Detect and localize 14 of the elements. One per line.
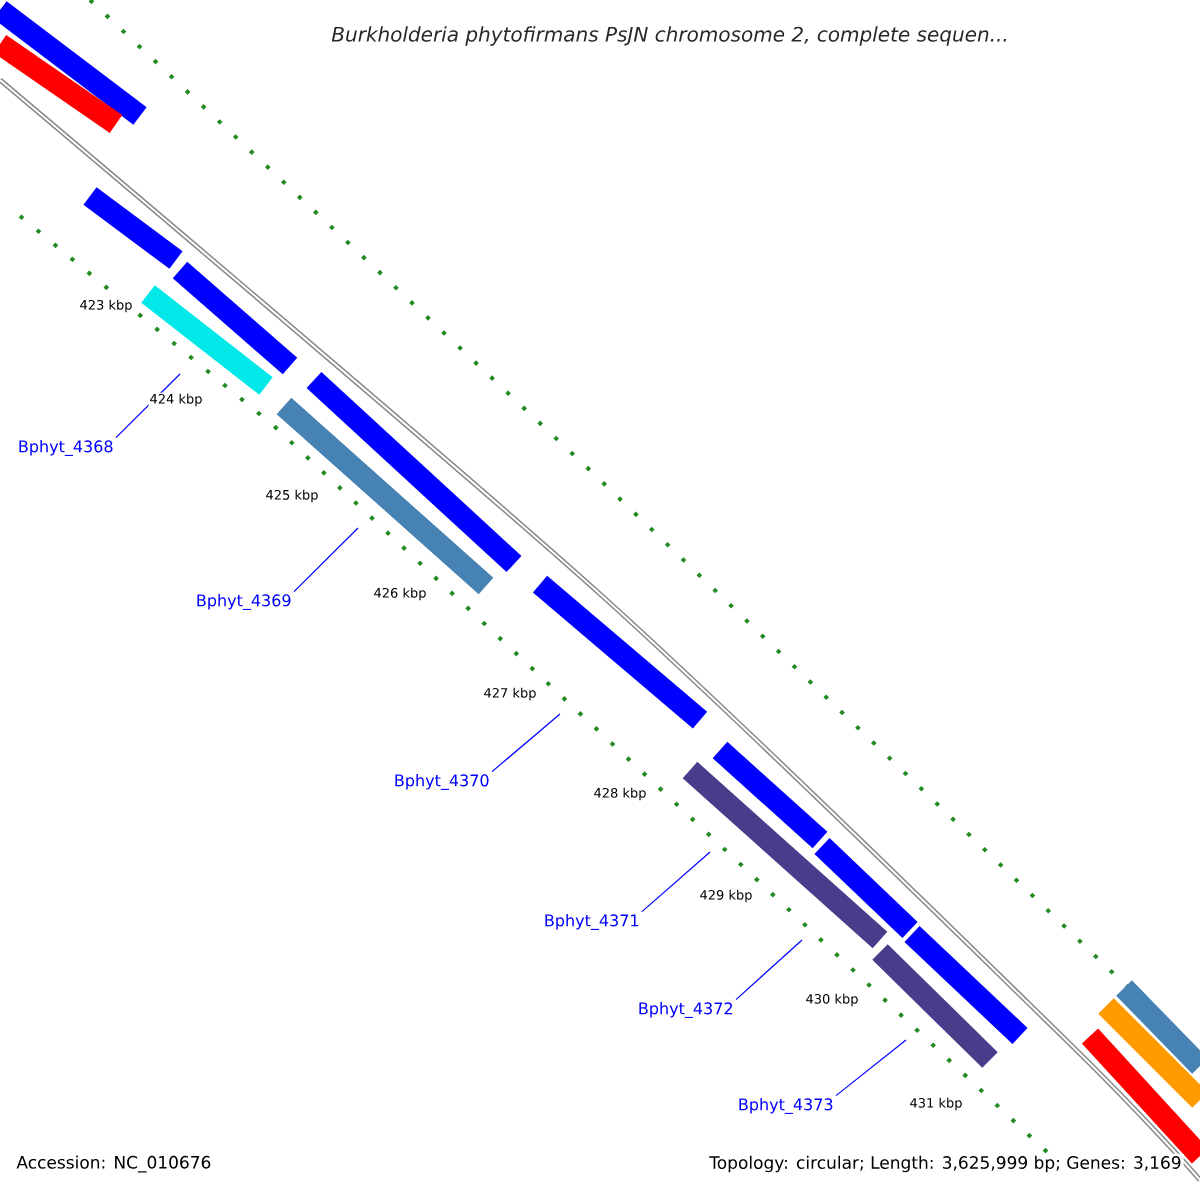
leader-line <box>641 851 711 913</box>
gene-label: Bphyt_4369 <box>197 594 291 610</box>
gene-label: Bphyt_4368 <box>19 440 113 456</box>
accession-text: Accession: NC_010676 <box>14 1153 214 1175</box>
leader-line <box>491 713 561 773</box>
leader-line <box>735 939 803 1001</box>
leader-line <box>293 527 359 593</box>
gene-label: Bphyt_4372 <box>639 1002 732 1018</box>
gene-label: Bphyt_4370 <box>395 774 489 790</box>
gene-label: Bphyt_4371 <box>545 914 639 930</box>
title: Burkholderia phytofirmans PsJN chromosome 2, complete sequen... <box>331 26 1007 46</box>
topology-text: Topology: circular; Length: 3,625,999 bp; Genes: 3,169 <box>707 1153 1184 1175</box>
gene-label: Bphyt_4373 <box>739 1098 833 1114</box>
leader-line <box>835 1039 907 1097</box>
